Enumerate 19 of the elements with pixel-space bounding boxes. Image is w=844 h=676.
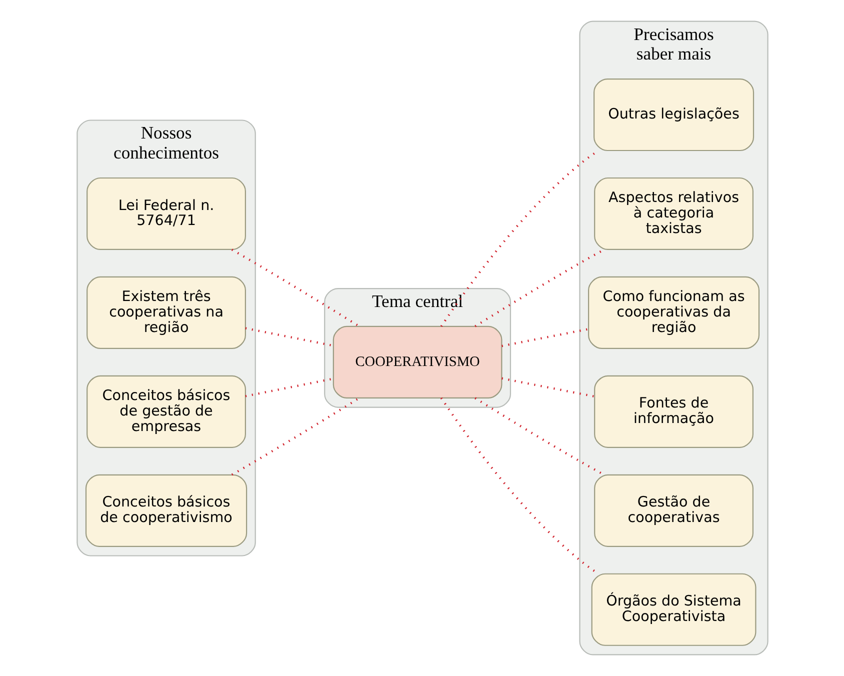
connector (501, 377, 594, 398)
node-box: Órgãos do Sistema Cooperativista (590, 573, 756, 646)
node-box: Conceitos básicos de gestão de empresas (86, 375, 246, 448)
connector (474, 248, 604, 328)
connector (244, 327, 333, 347)
connector (474, 397, 604, 476)
node-box: Aspectos relativos à categoria taxistas (594, 177, 753, 250)
connector (230, 397, 360, 476)
node-box: Como funcionam as cooperativas da região (588, 276, 760, 349)
node-box: Lei Federal n. 5764/71 (86, 177, 246, 250)
node-box: Outras legislações (593, 78, 754, 152)
node-box: Gestão de cooperativas (594, 474, 753, 547)
node-box: COOPERATIVISMO (332, 326, 502, 398)
node-box: Conceitos básicos de cooperativismo (84, 474, 247, 547)
node-box: Fontes de informação (594, 375, 753, 448)
connector (501, 328, 588, 348)
connector (244, 378, 333, 398)
connector (230, 248, 360, 328)
node-box: Existem três cooperativas na região (86, 276, 246, 349)
